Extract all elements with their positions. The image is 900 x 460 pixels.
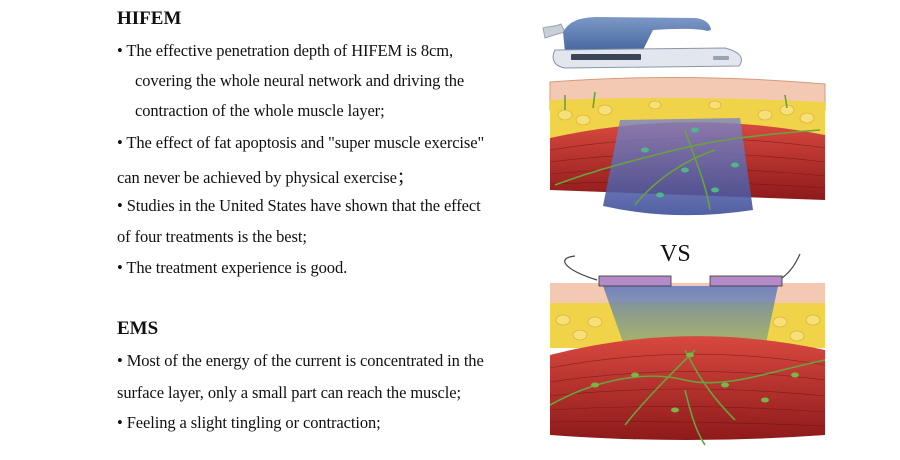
vs-label: VS	[660, 241, 691, 267]
hifem-line-1: • The effective penetration depth of HIF…	[117, 41, 454, 60]
electrode-left-icon	[598, 275, 672, 287]
wire-right-icon	[781, 253, 801, 279]
hifem-device-icon	[542, 17, 742, 69]
hifem-line-5: can never be achieved by physical exerci…	[117, 168, 414, 187]
hifem-heading: HIFEM	[117, 8, 182, 29]
wire-left-icon	[564, 255, 598, 281]
ems-line-2: surface layer, only a small part can rea…	[117, 383, 461, 402]
ems-heading: EMS	[117, 318, 159, 339]
hifem-illustration	[542, 17, 826, 216]
hifem-line-7: of four treatments is the best;	[117, 227, 307, 246]
electrode-right-icon	[709, 275, 783, 287]
ems-line-3: • Feeling a slight tingling or contracti…	[117, 413, 381, 432]
hifem-line-8: • The treatment experience is good.	[117, 258, 348, 277]
hifem-line-2: covering the whole neural network and dr…	[135, 71, 465, 90]
ems-line-1: • Most of the energy of the current is c…	[117, 351, 484, 370]
hifem-line-3: contraction of the whole muscle layer;	[135, 101, 385, 120]
hifem-line-6: • Studies in the United States have show…	[117, 196, 481, 215]
ems-illustration	[549, 253, 826, 446]
hifem-line-4: • The effect of fat apoptosis and "super…	[117, 133, 485, 152]
